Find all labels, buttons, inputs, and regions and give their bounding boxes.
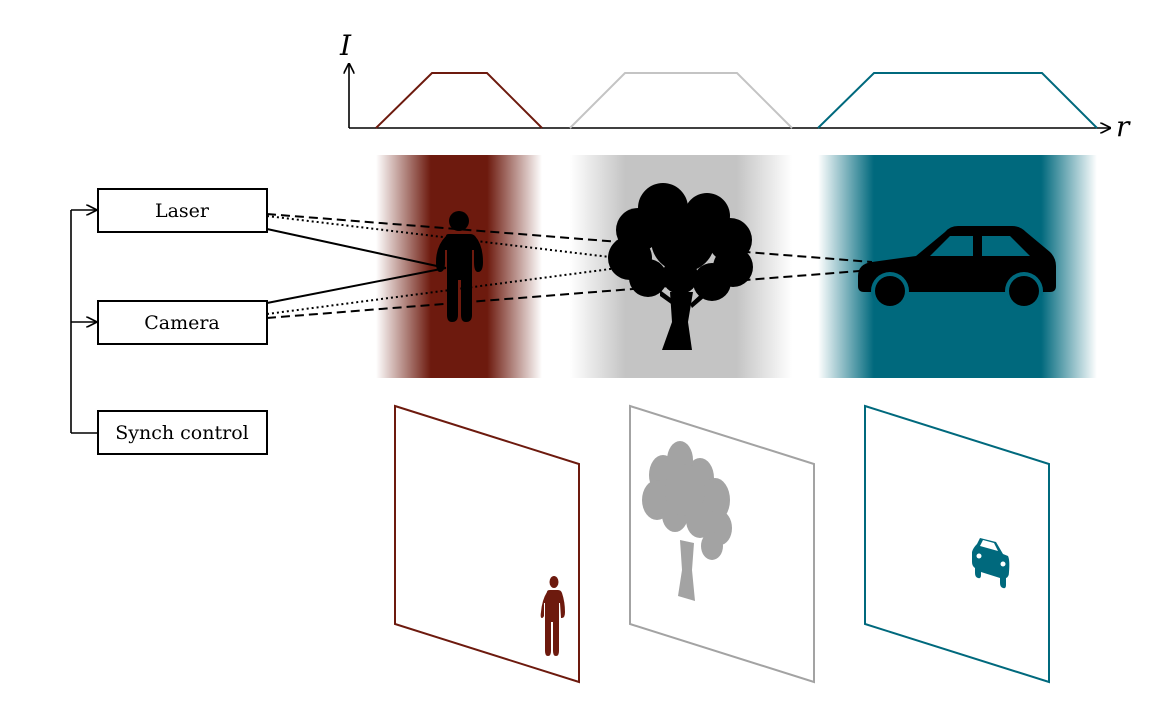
camera-ray-tree <box>266 267 619 315</box>
laser-label: Laser <box>155 200 210 222</box>
rays <box>266 213 873 319</box>
laser-ray-tree <box>266 215 619 259</box>
car-front-icon <box>972 538 1010 589</box>
camera-ray-person <box>266 267 447 304</box>
intensity-plot: I r <box>339 29 1131 143</box>
gate-pulse-teal <box>817 72 1098 129</box>
tree-small-icon <box>642 441 732 601</box>
image-slice-gray <box>629 404 815 684</box>
image-slice-teal <box>864 404 1050 684</box>
person-small-icon <box>540 576 565 656</box>
control-wiring <box>70 210 97 434</box>
image-slice-red <box>394 404 580 684</box>
gate-pulse-gray <box>569 72 793 129</box>
laser-ray-car <box>266 213 873 263</box>
laser-ray-person <box>266 228 447 269</box>
laser-box: Laser <box>97 188 268 233</box>
car-icon <box>858 226 1056 310</box>
person-icon <box>436 211 483 322</box>
synch-control-label: Synch control <box>115 422 248 444</box>
synch-control-box: Synch control <box>97 410 268 455</box>
tree-icon <box>608 183 753 350</box>
camera-ray-car <box>266 269 873 319</box>
camera-box: Camera <box>97 300 268 345</box>
y-axis-label: I <box>339 29 352 62</box>
x-axis-label: r <box>1116 110 1131 143</box>
gate-pulse-red <box>375 72 543 129</box>
camera-label: Camera <box>144 312 220 334</box>
